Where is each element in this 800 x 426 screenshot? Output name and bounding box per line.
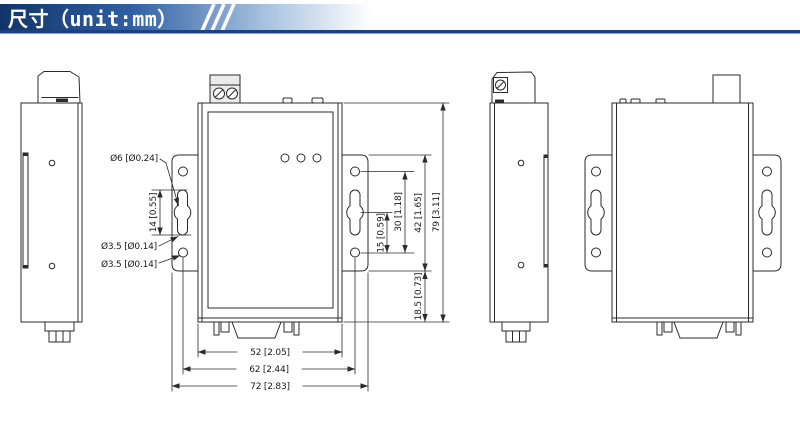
dimensions: Ø6 [Ø0.24] Ø3.5 [Ø0.14] Ø3.5 [Ø0.14] 14 … [101, 102, 450, 392]
leader-line [159, 158, 179, 206]
db9-jackscrew [220, 321, 230, 333]
dim-label-corner-hole-dia: Ø3.5 [Ø0.14] [101, 259, 157, 270]
dim-ear-to-bottom: 18.5 [0.73] [414, 271, 428, 322]
case-screw-hole [517, 159, 525, 167]
dim-hole-span-h: 62 [2.44] [182, 257, 356, 375]
dim-label-ear-height: 42 [1.65] [414, 193, 424, 233]
rear-view [584, 74, 782, 339]
db9-jackscrew [663, 321, 673, 333]
db9-connector-side [501, 321, 531, 332]
side-rail [22, 152, 29, 269]
case-screw-hole [48, 159, 56, 167]
case-screw-hole [517, 261, 525, 269]
dim-label-body-width: 52 [2.05] [250, 348, 290, 358]
dim-label-slot-center-dia: Ø6 [Ø0.24] [110, 153, 158, 164]
device-body [489, 102, 549, 323]
mounting-hole [762, 166, 772, 177]
db9-jackscrew [283, 321, 293, 333]
case-screw-hole [48, 262, 56, 270]
db9-connector [673, 321, 724, 339]
dim-slot-center-dia: Ø6 [Ø0.24] [110, 153, 179, 206]
dim-label-body-height: 79 [3.11] [432, 193, 442, 233]
mounting-hole [762, 247, 772, 258]
mounting-hole [350, 166, 360, 177]
dim-slot-width-dia: Ø3.5 [Ø0.14] [101, 235, 179, 252]
mounting-hole [178, 166, 188, 177]
db9-jackscrew [293, 321, 300, 336]
db9-jackscrew [213, 321, 220, 336]
terminal-block-notch [495, 99, 504, 103]
side-view-right [489, 71, 549, 343]
banner-underline [0, 30, 800, 34]
mounting-hole [350, 247, 360, 258]
front-view [171, 74, 369, 339]
dim-ear-height: 42 [1.65] [368, 154, 432, 272]
db9-jackscrew [725, 321, 735, 333]
dim-label-hole-span-h: 62 [2.44] [249, 365, 289, 375]
page-title: 尺寸（unit:mm） [8, 7, 178, 31]
dim-label-hole-span-v: 30 [1.18] [394, 192, 404, 232]
mounting-hole [591, 247, 601, 258]
db9-connector [231, 321, 282, 339]
terminal-screw-slot [227, 88, 237, 99]
db9-jackscrew [656, 321, 663, 336]
side-rail-cap [23, 153, 28, 156]
dim-slot-length: 14 [0.55] [149, 189, 192, 236]
title-banner: 尺寸（unit:mm） [0, 3, 800, 34]
ground-screw-slot [496, 80, 505, 90]
side-rail-cap [544, 264, 548, 267]
dim-label-slot-to-hole: 15 [0.59] [377, 213, 387, 253]
mounting-hole [178, 247, 188, 258]
terminal-block-notch [56, 98, 68, 102]
dim-label-overall-width: 72 [2.83] [250, 382, 290, 392]
led-indicator [296, 153, 306, 163]
db9-connector-side-inner [48, 330, 71, 343]
top-bump [619, 98, 627, 104]
db9-jackscrew [735, 321, 742, 336]
dim-label-slot-width-dia: Ø3.5 [Ø0.14] [101, 241, 157, 252]
db9-connector-side-inner [505, 330, 527, 343]
dim-corner-hole-dia: Ø3.5 [Ø0.14] [101, 254, 181, 270]
mounting-hole [591, 166, 601, 177]
top-bump [630, 98, 641, 104]
leader-line [158, 254, 181, 264]
power-connector [712, 74, 741, 104]
banner-background [0, 4, 372, 31]
dim-body-height: 79 [3.11] [343, 102, 450, 323]
dim-label-ear-to-bottom: 18.5 [0.73] [414, 273, 424, 321]
terminal-block-side [37, 71, 81, 104]
dim-overall-width: 72 [2.83] [171, 272, 369, 392]
top-bump [311, 97, 324, 104]
device-body [20, 102, 83, 323]
leader-line [158, 235, 179, 247]
side-rail-cap [23, 265, 28, 268]
db9-connector-side [44, 321, 75, 332]
drawing-views: Ø6 [Ø0.24] Ø3.5 [Ø0.14] Ø3.5 [Ø0.14] 14 … [20, 71, 782, 392]
front-face-panel [207, 111, 334, 309]
dim-label-slot-length: 14 [0.55] [149, 193, 159, 233]
dim-slot-to-hole: 15 [0.59] [360, 212, 415, 254]
side-rail-cap [544, 155, 548, 158]
terminal-block-lid [209, 74, 241, 86]
top-bump [655, 98, 666, 104]
side-view-left [20, 71, 83, 343]
top-bump [282, 97, 293, 104]
dim-body-width: 52 [2.05] [197, 323, 343, 358]
led-indicator [312, 153, 322, 163]
terminal-screw-slot [214, 88, 224, 99]
device-body [611, 102, 754, 323]
dim-hole-span-v: 30 [1.18] [360, 171, 415, 253]
led-indicator [280, 153, 290, 163]
banner-stripes [200, 3, 236, 32]
side-rail [543, 154, 549, 268]
